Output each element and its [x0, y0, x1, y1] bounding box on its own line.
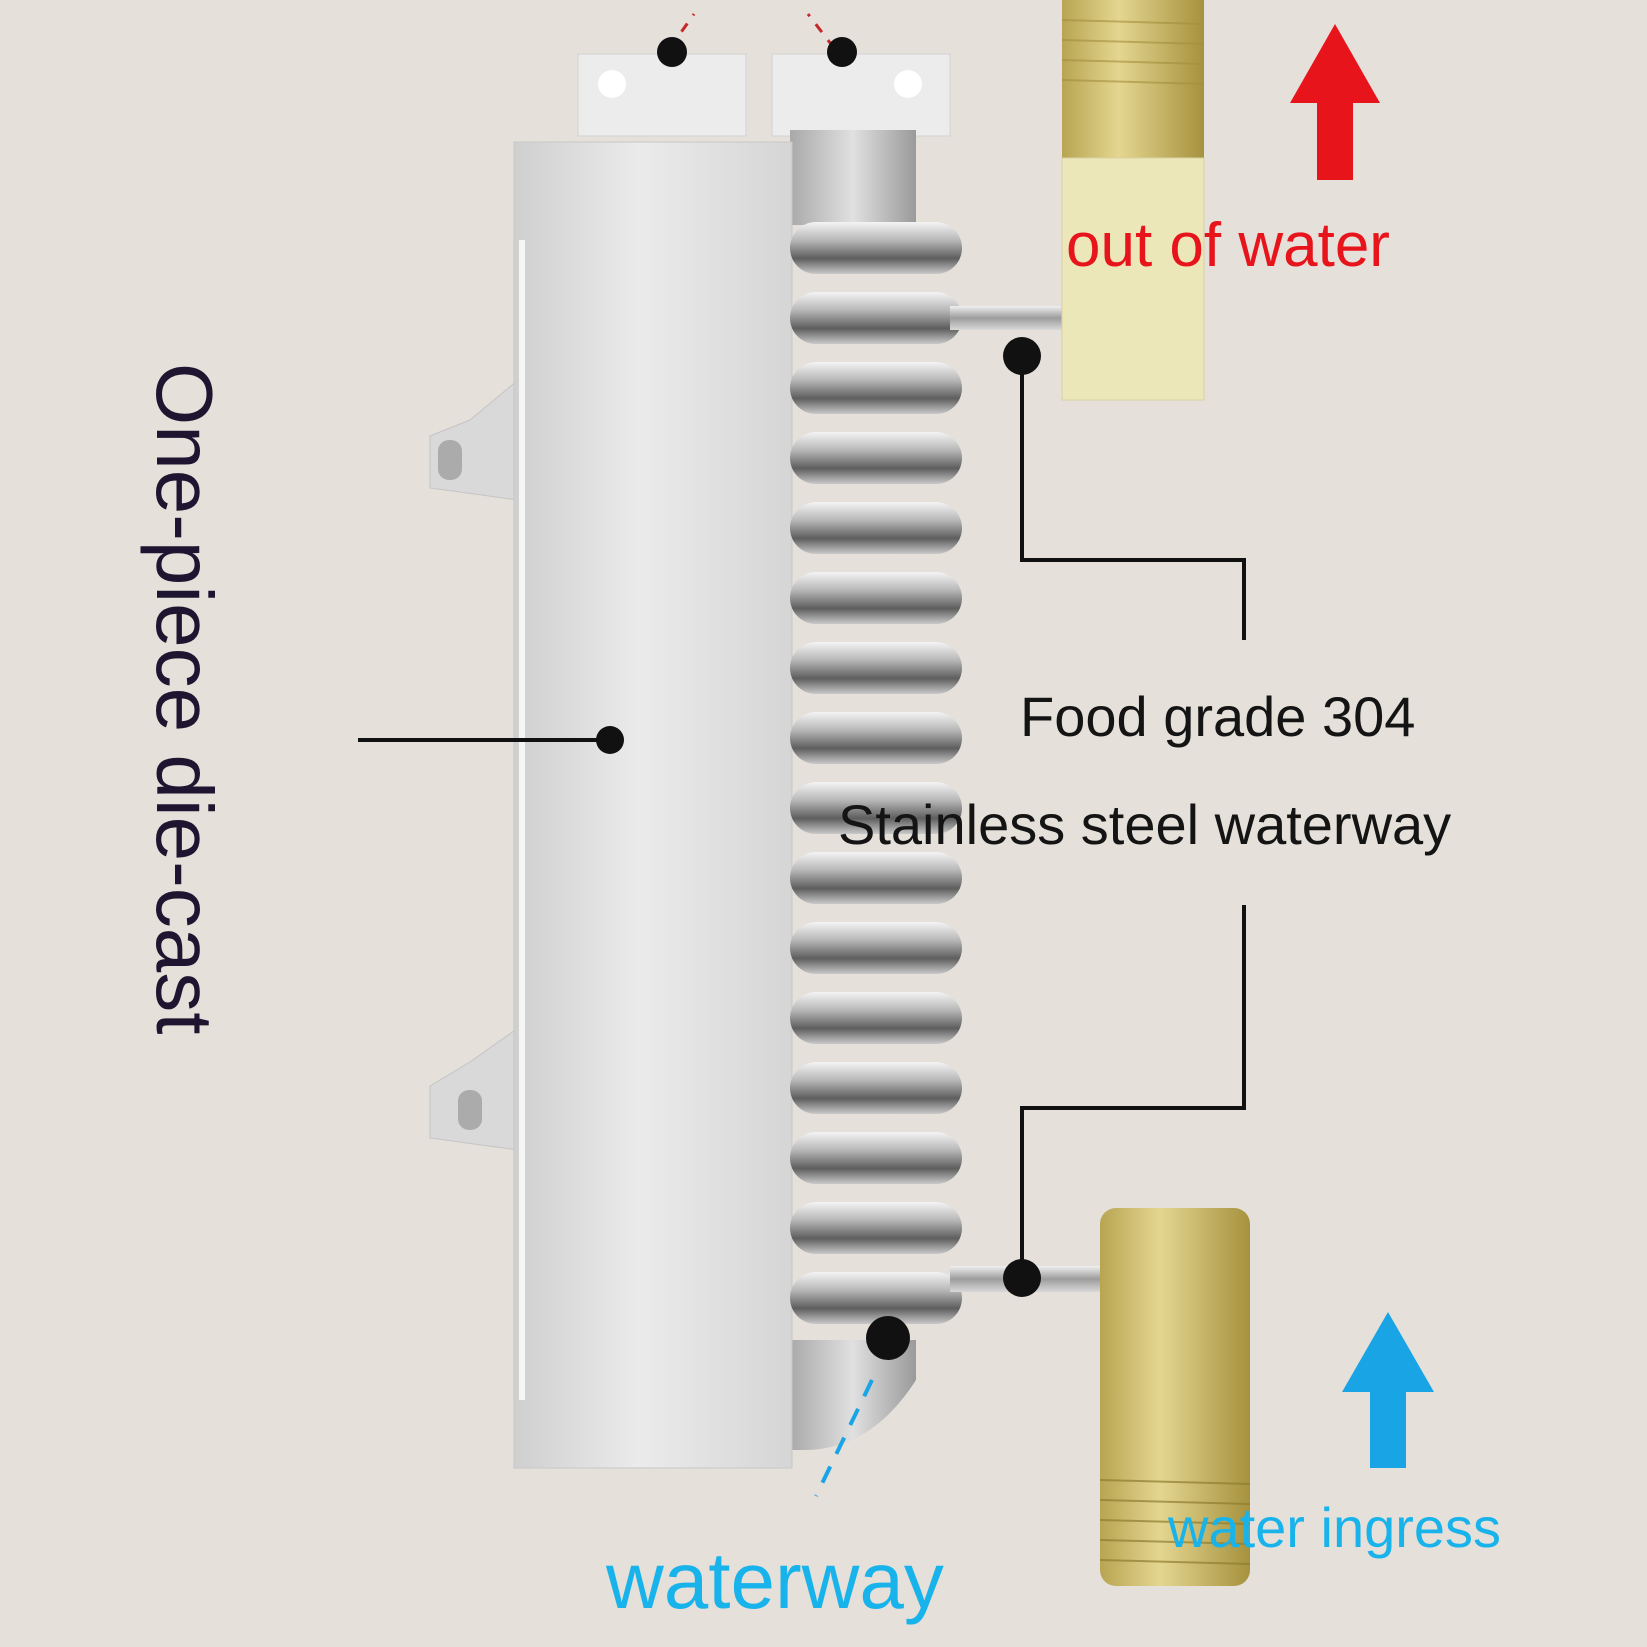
terminal-lead-right — [806, 13, 836, 49]
terminal-hole-left — [598, 70, 626, 98]
callout-dot-waterway — [866, 1316, 910, 1360]
mounting-hole-lower — [458, 1090, 482, 1130]
one-piece-die-cast-label: One-piece die-cast — [140, 363, 229, 1035]
callout-line-lower — [1020, 905, 1246, 1278]
callout-dot-terminal-left — [657, 37, 687, 67]
arrow-up-blue-icon — [1342, 1312, 1434, 1468]
terminal-hole-right — [894, 70, 922, 98]
die-cast-housing — [513, 141, 793, 1469]
terminal-block-left — [577, 53, 747, 137]
outlet-fitting — [1061, 157, 1205, 401]
terminal-block-right — [771, 53, 951, 137]
callout-line-waterway — [814, 1379, 874, 1497]
water-ingress-label: water ingress — [1168, 1496, 1502, 1559]
callout-dot-inlet — [1003, 1259, 1041, 1297]
callout-dot-housing — [596, 726, 624, 754]
callout-dot-outlet — [1003, 337, 1041, 375]
waterway-label: waterway — [606, 1536, 944, 1625]
callout-dot-terminal-right — [827, 37, 857, 67]
outlet-pipe — [950, 306, 1064, 330]
callout-line-upper — [1020, 356, 1246, 640]
arrow-up-red-icon — [1290, 24, 1380, 180]
core-bottom — [790, 1340, 916, 1451]
food-grade-label-line1: Food grade 304 — [1020, 685, 1416, 748]
mounting-tab-lower — [429, 1027, 519, 1151]
inlet-fitting — [1100, 1208, 1250, 1586]
mounting-tab-upper — [429, 378, 519, 501]
inlet-thread-lines — [1099, 1479, 1251, 1565]
core-top — [790, 130, 916, 225]
out-of-water-label: out of water — [1066, 211, 1390, 280]
stainless-coil — [790, 222, 962, 1324]
outlet-thread — [1062, 0, 1204, 158]
outlet-thread-lines — [1061, 19, 1205, 85]
food-grade-label-line2: Stainless steel waterway — [838, 793, 1452, 856]
mounting-hole-upper — [438, 440, 462, 480]
